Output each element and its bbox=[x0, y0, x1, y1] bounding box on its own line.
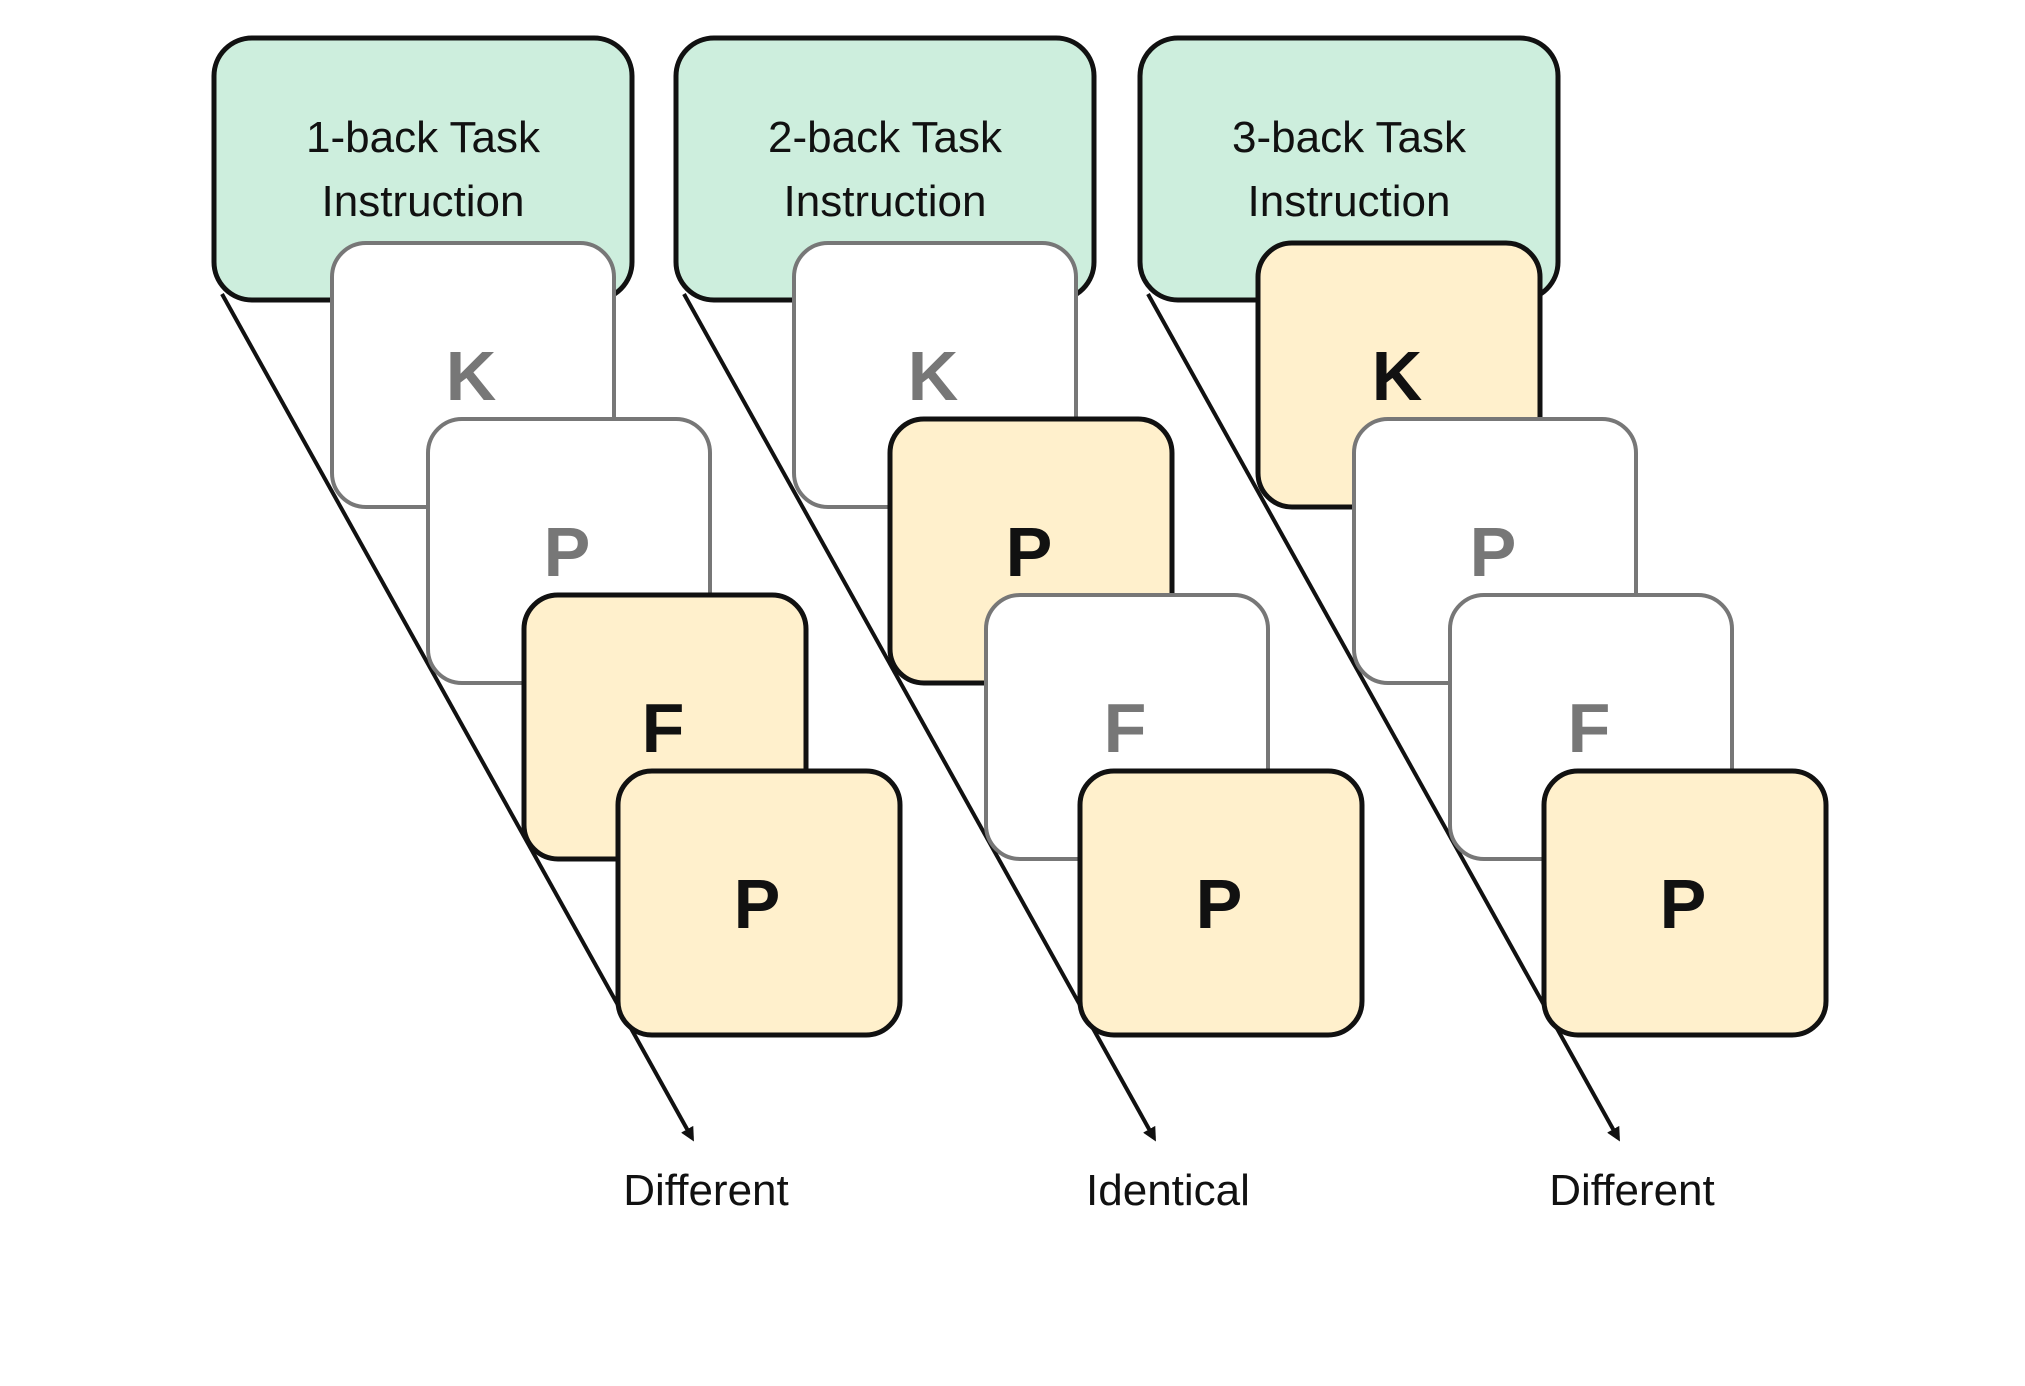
stimulus-letter: P bbox=[1196, 865, 1243, 943]
stimulus-letter: F bbox=[1104, 689, 1147, 767]
outcome-label: Different bbox=[1549, 1166, 1715, 1215]
stimulus-letter: P bbox=[1660, 865, 1707, 943]
instruction-title: 1-back Task bbox=[306, 113, 541, 162]
panel-2back: 2-back Task Instruction K P F P Identica… bbox=[673, 35, 1365, 1215]
stimulus-letter: K bbox=[446, 337, 497, 415]
stimulus-letter: K bbox=[908, 337, 959, 415]
stimulus-letter: F bbox=[642, 689, 685, 767]
card-box bbox=[1541, 768, 1829, 1038]
stimulus-letter: P bbox=[544, 513, 591, 591]
instruction-subtitle: Instruction bbox=[1248, 177, 1451, 226]
stimulus-letter: P bbox=[1470, 513, 1517, 591]
stimulus-letter: P bbox=[734, 865, 781, 943]
instruction-subtitle: Instruction bbox=[784, 177, 987, 226]
stimulus-letter: K bbox=[1372, 337, 1423, 415]
outcome-label: Different bbox=[623, 1166, 789, 1215]
panel-1back: 1-back Task Instruction K P F P Differen… bbox=[211, 35, 903, 1215]
stimulus-card-4: P bbox=[1077, 768, 1365, 1038]
stimulus-card-4: P bbox=[1541, 768, 1829, 1038]
time-arrow bbox=[220, 293, 694, 1142]
stimulus-card-4: P bbox=[615, 768, 903, 1038]
stimulus-letter: P bbox=[1006, 513, 1053, 591]
time-arrow bbox=[682, 293, 1156, 1142]
outcome-label: Identical bbox=[1086, 1166, 1250, 1215]
card-box bbox=[1077, 768, 1365, 1038]
panel-3back: 3-back Task Instruction K P F P Differen… bbox=[1137, 35, 1829, 1215]
card-box bbox=[615, 768, 903, 1038]
instruction-title: 2-back Task bbox=[768, 113, 1003, 162]
instruction-subtitle: Instruction bbox=[322, 177, 525, 226]
instruction-title: 3-back Task bbox=[1232, 113, 1467, 162]
stimulus-letter: F bbox=[1568, 689, 1611, 767]
time-arrow bbox=[1146, 293, 1620, 1142]
